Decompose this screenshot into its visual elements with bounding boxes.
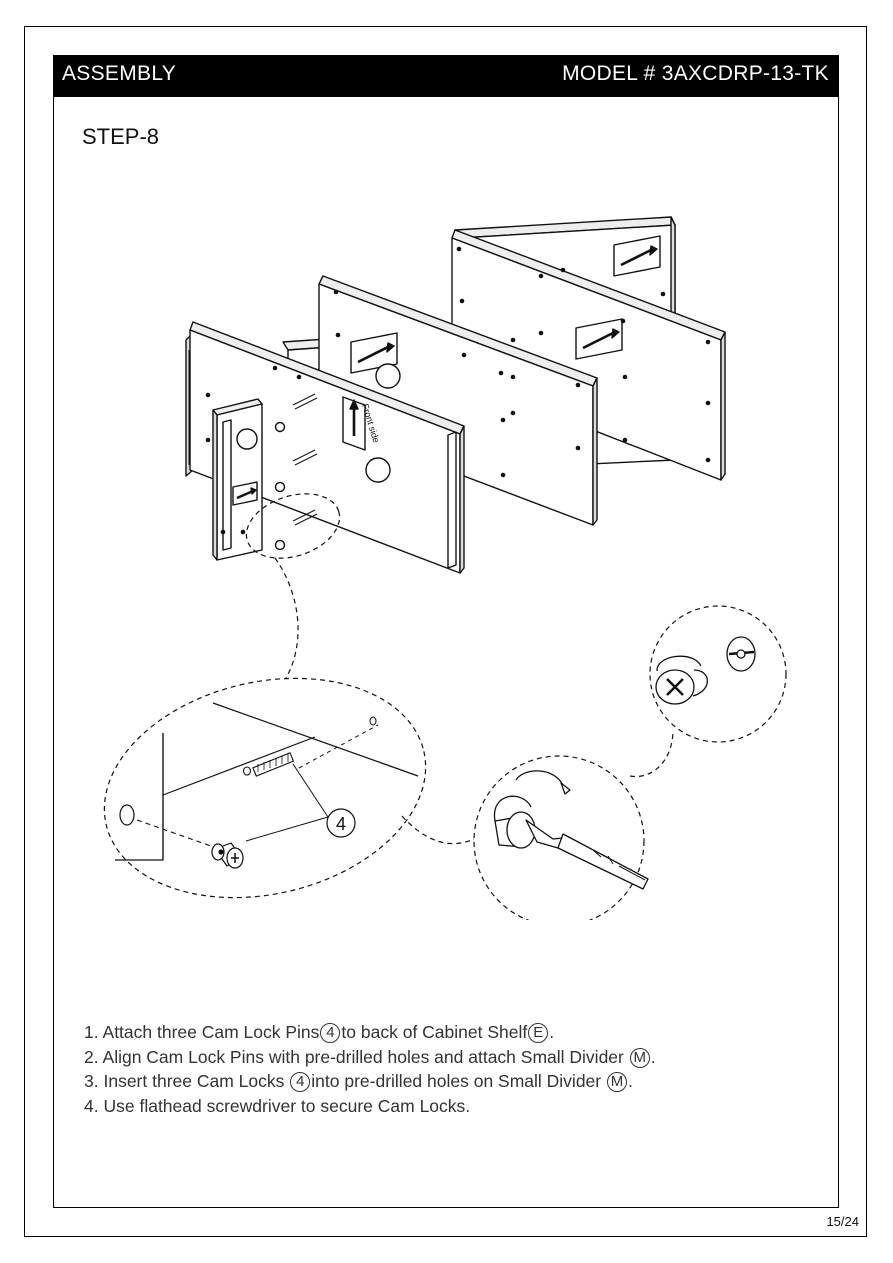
- arrow-label-middle-right: [575, 318, 623, 360]
- detail-cam-lock: [649, 605, 787, 743]
- detail-screwdriver: [473, 755, 649, 920]
- assembly-diagram: Front side: [103, 216, 787, 920]
- cam-lock-pins: [292, 393, 318, 526]
- part-badge-e: E: [528, 1023, 549, 1043]
- part-badge-m: M: [629, 1047, 650, 1068]
- cabinet-shelf-e: [189, 321, 465, 574]
- step-title: STEP-8: [82, 124, 160, 149]
- long-side-panel-back: [451, 229, 726, 481]
- callout-small-ellipse: [245, 493, 341, 559]
- callout-connector-middle: [401, 815, 490, 845]
- page-number: 15/24: [826, 1214, 859, 1229]
- callout-connector-left: [274, 557, 299, 681]
- section-title: ASSEMBLY: [62, 62, 177, 85]
- callout-connector-right: [629, 729, 674, 778]
- header-bar: ASSEMBLY MODEL # 3AXCDRP-13-TK: [53, 55, 839, 97]
- middle-panel-hole: [375, 363, 401, 389]
- shelf-center-hole: [365, 457, 391, 483]
- part-badge-m: M: [607, 1072, 627, 1092]
- arrow-label-middle: [350, 332, 398, 374]
- model-number: MODEL # 3AXCDRP-13-TK: [562, 62, 829, 85]
- part-callout-number: 4: [336, 814, 346, 834]
- arrow-label-rear: [613, 235, 661, 277]
- instruction-4: 4. Use flathead screwdriver to secure Ca…: [84, 1095, 471, 1116]
- pre-drilled-holes: [205, 246, 711, 535]
- part-badge-4: 4: [320, 1023, 341, 1043]
- page-outer-border: [24, 26, 867, 1237]
- detail-cam-lock-pin: 4: [103, 677, 427, 899]
- small-divider-m: [212, 398, 263, 561]
- part-badge-4: 4: [290, 1072, 311, 1092]
- front-side-sticker: [342, 396, 366, 451]
- instruction-2: 2. Align Cam Lock Pins with pre-drilled …: [84, 1046, 656, 1068]
- cam-locks-small: [274, 421, 286, 551]
